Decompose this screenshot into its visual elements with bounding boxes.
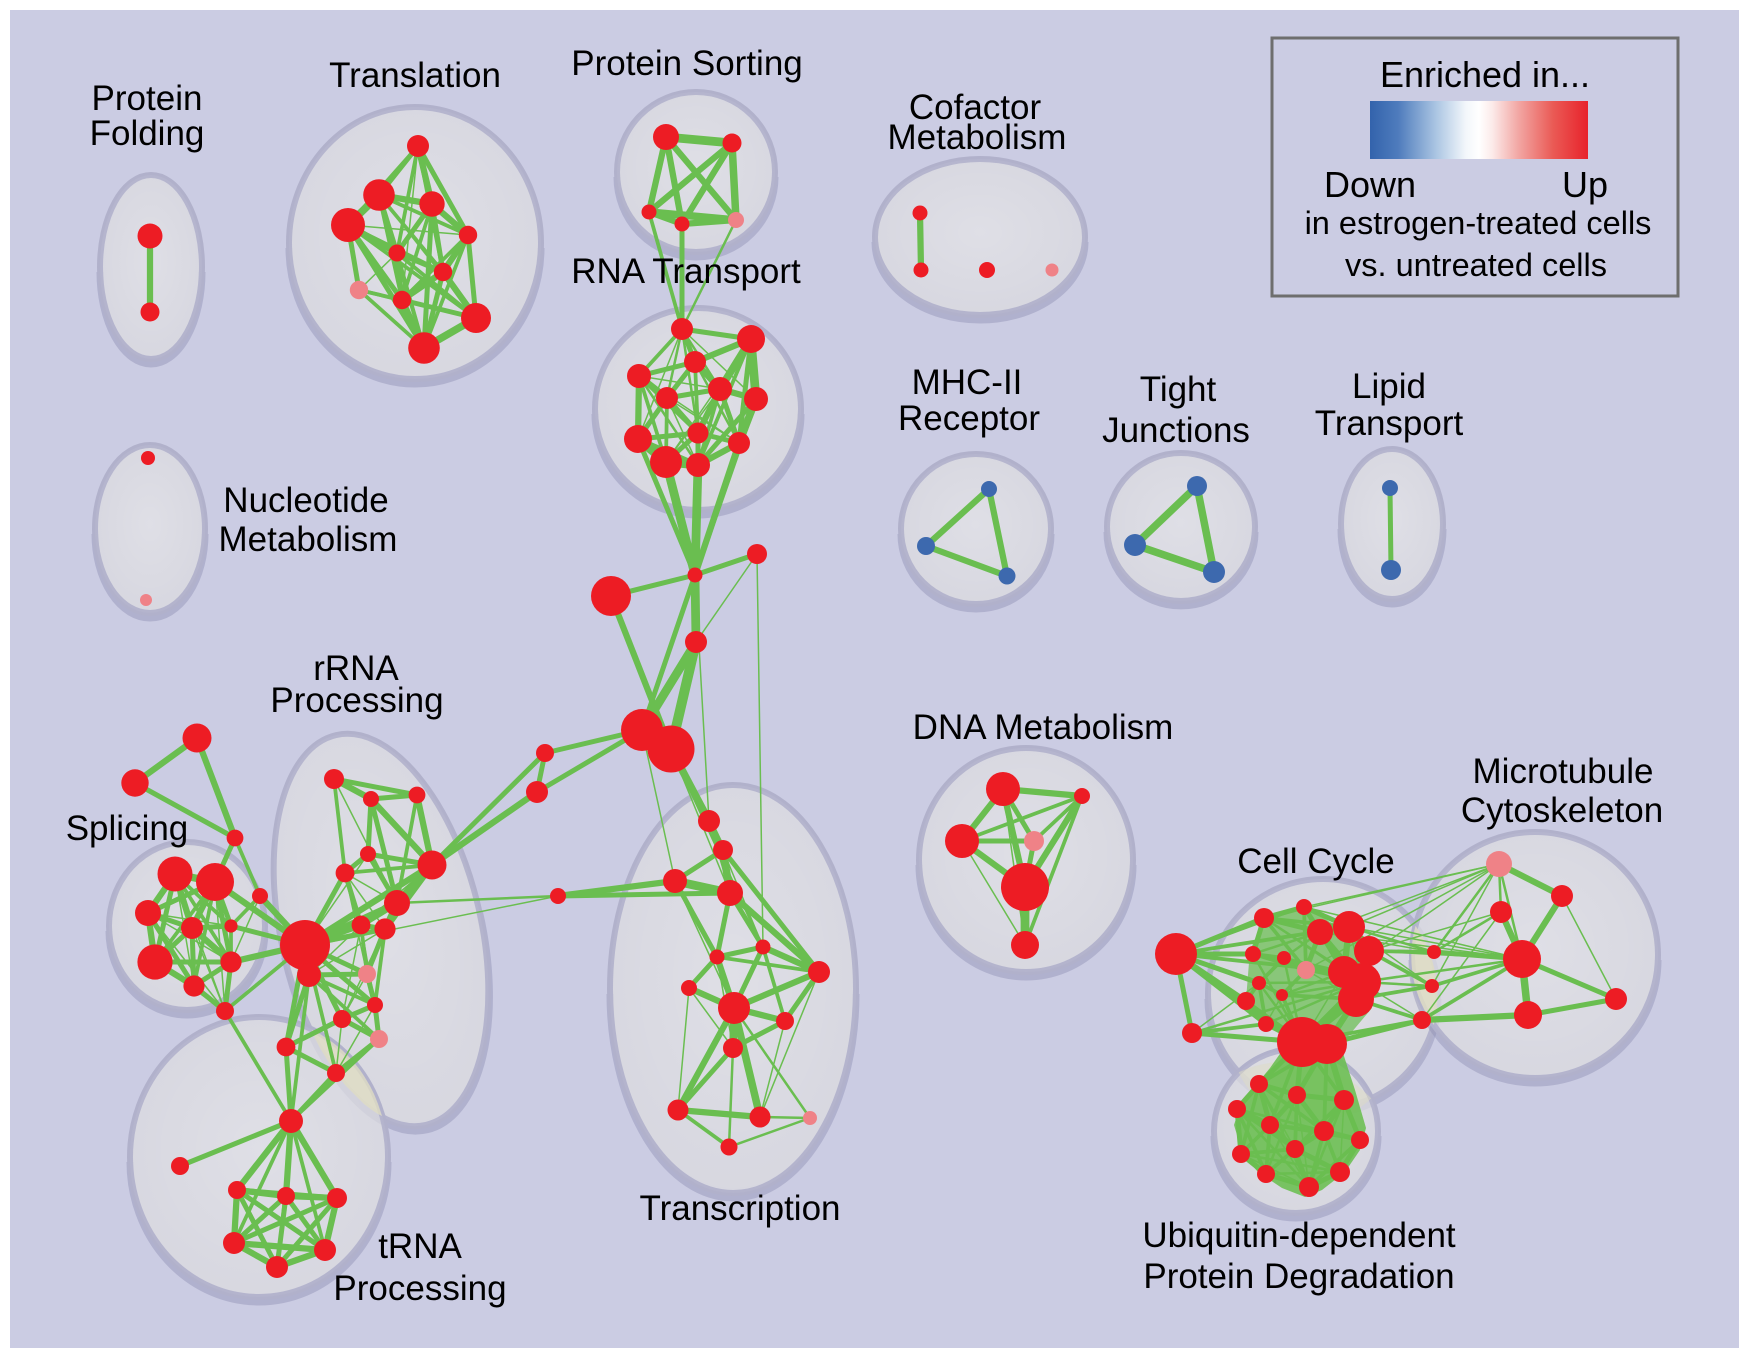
svg-text:rRNA: rRNA (313, 649, 399, 688)
svg-text:MHC-II: MHC-II (912, 363, 1023, 402)
svg-text:Metabolism: Metabolism (219, 520, 398, 559)
svg-text:Tight: Tight (1140, 370, 1217, 409)
svg-text:Protein Sorting: Protein Sorting (571, 44, 803, 83)
svg-text:Receptor: Receptor (898, 399, 1040, 438)
svg-text:tRNA: tRNA (378, 1227, 462, 1266)
svg-text:Transport: Transport (1315, 404, 1464, 443)
svg-text:Ubiquitin-dependent: Ubiquitin-dependent (1142, 1216, 1456, 1255)
svg-text:Processing: Processing (270, 681, 443, 720)
svg-text:DNA Metabolism: DNA Metabolism (913, 708, 1174, 747)
svg-text:RNA Transport: RNA Transport (571, 252, 801, 291)
svg-text:Cofactor: Cofactor (909, 88, 1042, 127)
svg-text:Nucleotide: Nucleotide (223, 481, 388, 520)
svg-text:Enriched in...: Enriched in... (1380, 54, 1590, 95)
svg-text:Junctions: Junctions (1102, 411, 1250, 450)
svg-text:Metabolism: Metabolism (888, 118, 1067, 157)
svg-text:vs. untreated cells: vs. untreated cells (1345, 247, 1607, 283)
svg-text:in estrogen-treated cells: in estrogen-treated cells (1305, 205, 1652, 241)
svg-text:Transcription: Transcription (640, 1189, 841, 1228)
svg-text:Translation: Translation (329, 56, 501, 95)
svg-text:Down: Down (1324, 164, 1416, 205)
svg-text:Microtubule: Microtubule (1473, 752, 1654, 791)
svg-text:Cell Cycle: Cell Cycle (1237, 842, 1395, 881)
svg-text:Protein Degradation: Protein Degradation (1143, 1257, 1454, 1296)
svg-text:Splicing: Splicing (66, 809, 189, 848)
svg-text:Processing: Processing (333, 1269, 506, 1308)
svg-text:Protein: Protein (92, 79, 203, 118)
svg-text:Cytoskeleton: Cytoskeleton (1461, 791, 1663, 830)
svg-text:Lipid: Lipid (1352, 367, 1426, 406)
svg-text:Up: Up (1562, 164, 1608, 205)
svg-text:Folding: Folding (90, 114, 205, 153)
